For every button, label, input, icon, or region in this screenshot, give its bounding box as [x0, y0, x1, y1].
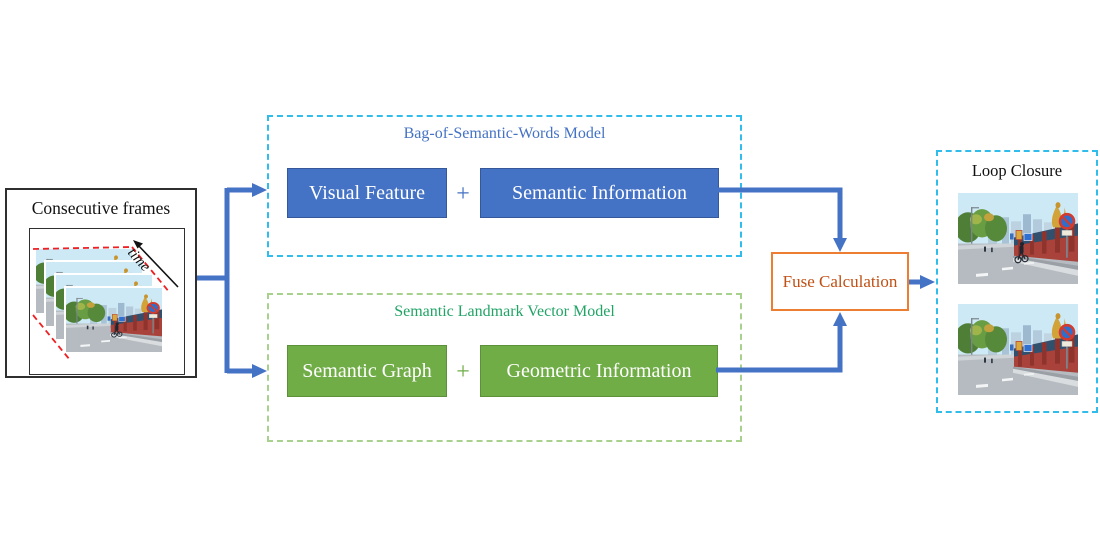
- consecutive-frames-box: Consecutive frames: [5, 188, 197, 378]
- loop-closure-container: Loop Closure: [936, 150, 1098, 413]
- visual-feature-box: Visual Feature: [287, 168, 447, 218]
- arrowhead-into-fuse-bottom: [833, 312, 847, 326]
- bag-of-semantic-words-model-container: Bag-of-Semantic-Words Model Visual Featu…: [267, 115, 742, 257]
- semantic-graph-box: Semantic Graph: [287, 345, 447, 397]
- arrowhead-into-fuse-top: [833, 238, 847, 252]
- slv-plus-sign: +: [456, 359, 470, 385]
- loop-closure-photo-current: [958, 193, 1078, 284]
- frames-stack-panel: time: [29, 228, 185, 375]
- arrowhead-to-slv: [252, 364, 267, 378]
- loop-closure-title: Loop Closure: [971, 161, 1063, 180]
- loop-closure-photo-matched: [958, 304, 1078, 395]
- semantic-landmark-vector-model-container: Semantic Landmark Vector Model Semantic …: [267, 293, 742, 442]
- fuse-calculation-box: Fuse Calculation: [771, 252, 909, 311]
- arrowhead-to-loop-closure: [920, 275, 935, 289]
- bow-plus-sign: +: [456, 181, 470, 207]
- bow-model-title: Bag-of-Semantic-Words Model: [403, 125, 606, 142]
- slv-model-title: Semantic Landmark Vector Model: [394, 303, 615, 320]
- arrowhead-to-bow: [252, 183, 267, 197]
- semantic-information-box: Semantic Information: [480, 168, 719, 218]
- consecutive-frames-title: Consecutive frames: [31, 198, 171, 218]
- geometric-information-box: Geometric Information: [480, 345, 718, 397]
- frame-thumbnail-1: [64, 286, 164, 354]
